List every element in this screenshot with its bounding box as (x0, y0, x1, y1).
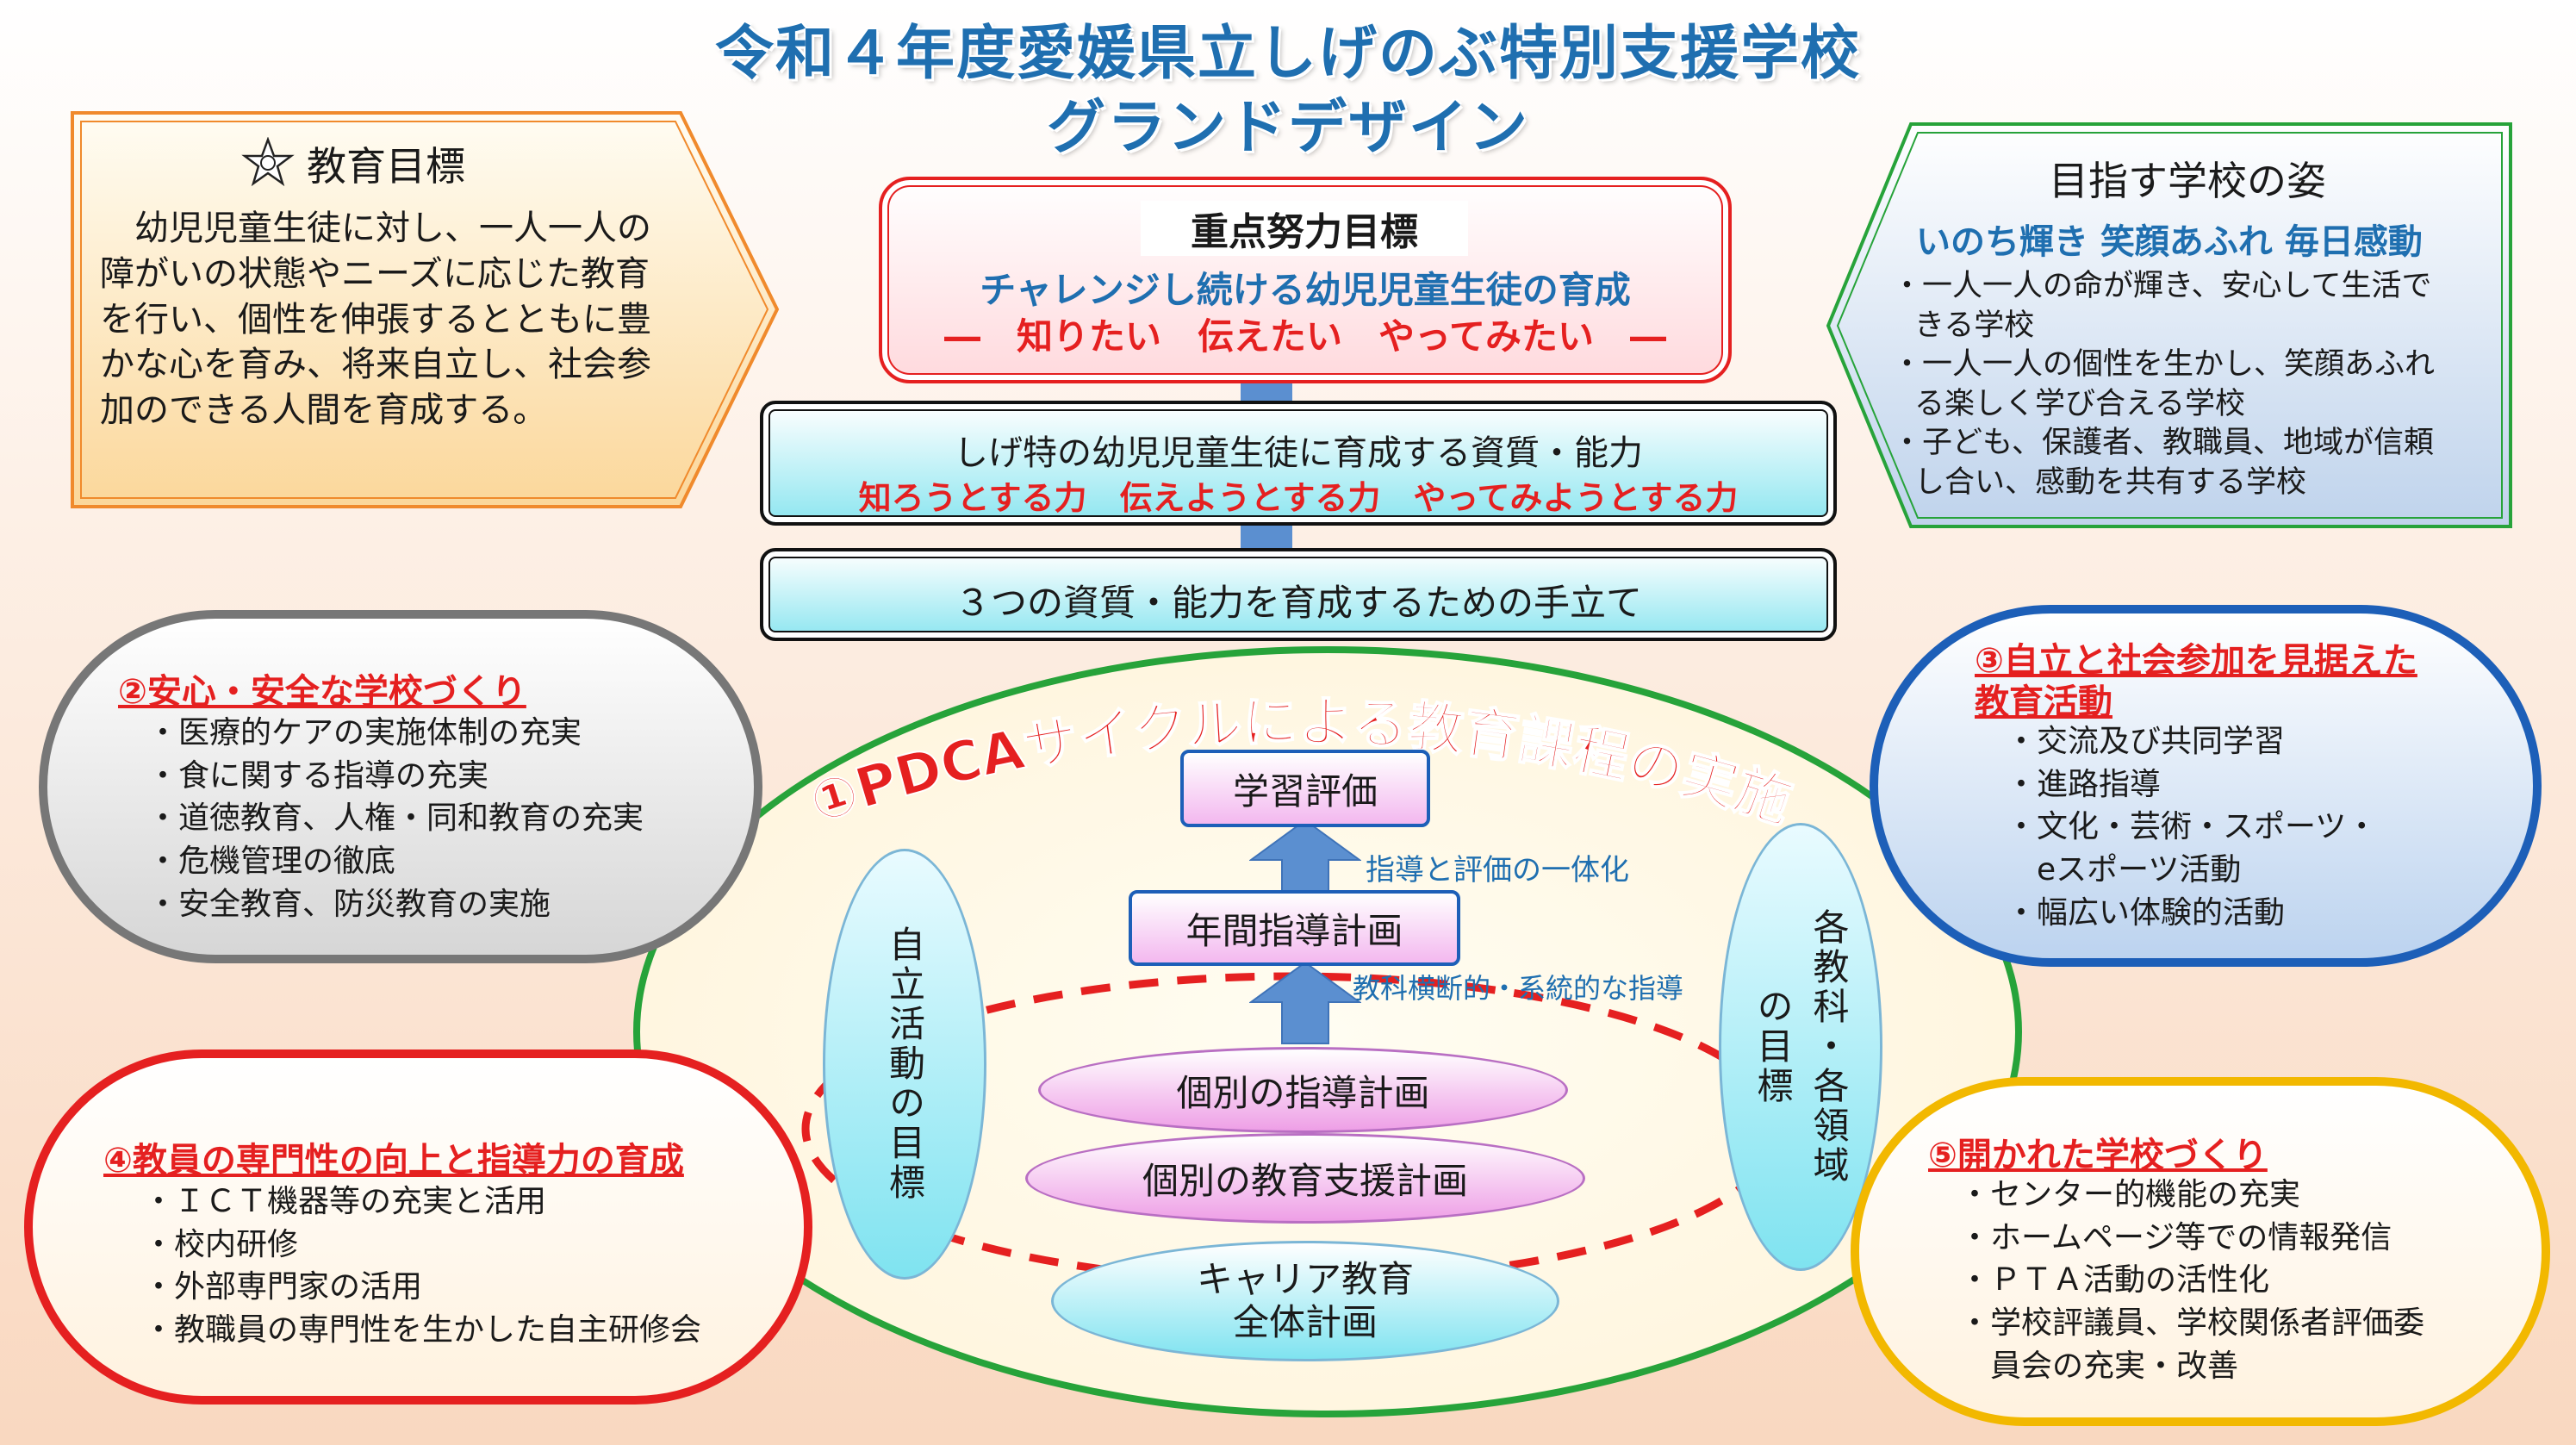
ideal-school-heading: 目指す学校の姿 (2049, 158, 2326, 204)
competencies-line2: 知ろうとする力 伝えようとする力 やってみようとする力 (858, 479, 1739, 517)
open-school-item: ・学校評議員、学校関係者評価委 (1959, 1305, 2425, 1342)
individual-plan-ellipse: 個別の指導計画 (1038, 1047, 1568, 1133)
priority-goal-box: 重点努力目標 チャレンジし続ける幼児児童生徒の育成 ― 知りたい 伝えたい やっ… (879, 177, 1732, 383)
competencies-line1: しげ特の幼児児童生徒に育成する資質・能力 (954, 433, 1643, 473)
open-school-item: ・ＰＴＡ活動の活性化 (1959, 1262, 2270, 1299)
education-goal-line: かな心を育み、将来自立し、社会参 (100, 345, 651, 385)
independence-item: ・進路指導 (2006, 766, 2162, 802)
safe-school-item: ・食に関する指導の充実 (147, 757, 489, 794)
teacher-box: ④教員の専門性の向上と指導力の育成 ・ＩＣＴ機器等の充実と活用 ・校内研修 ・外… (24, 1049, 812, 1405)
ideal-school-item: きる学校 (1914, 308, 2035, 343)
support-plan-label: 個別の教育支援計画 (1142, 1160, 1468, 1202)
support-plan-ellipse: 個別の教育支援計画 (1025, 1133, 1585, 1224)
ideal-school-item: る楽しく学び合える学校 (1914, 386, 2245, 421)
priority-goal-main: チャレンジし続ける幼児児童生徒の育成 (980, 269, 1631, 311)
up-arrow-icon (1249, 961, 1361, 1044)
independence-item: eスポーツ活動 (2006, 852, 2242, 888)
measures-box: ３つの資質・能力を育成するための手立て (760, 548, 1837, 641)
page-title-line2: グランドデザイン (1046, 94, 1529, 162)
emblem-icon (241, 137, 295, 187)
priority-goal-sub: ― 知りたい 伝えたい やってみたい ― (944, 315, 1666, 358)
teacher-item: ・ＩＣＴ機器等の充実と活用 (143, 1184, 547, 1219)
arrow-label-top: 指導と評価の一体化 (1366, 853, 1629, 888)
evaluation-label: 学習評価 (1232, 769, 1378, 813)
open-school-item: 員会の充実・改善 (1959, 1348, 2239, 1384)
education-goal-line: を行い、個性を伸張するとともに豊 (100, 299, 651, 339)
independence-heading-2: 教育活動 (1975, 682, 2112, 722)
education-goal-line: 障がいの状態やニーズに応じた教育 (100, 253, 650, 294)
ideal-school-box: 目指す学校の姿 いのち輝き 笑顔あふれ 毎日感動 ・一人一人の命が輝き、安心して… (1825, 121, 2514, 530)
measures-label: ３つの資質・能力を育成するための手立て (954, 582, 1642, 624)
education-goal-line: 加のできる人間を育成する。 (100, 390, 548, 431)
right-oval-label-1: 各教科・各領域 (1808, 908, 1850, 1186)
teacher-item: ・校内研修 (143, 1226, 299, 1262)
open-school-heading: ⑤開かれた学校づくり (1928, 1136, 2268, 1175)
education-goal-line: 幼児児童生徒に対し、一人一人の (134, 209, 651, 248)
safe-school-heading: ②安心・安全な学校づくり (118, 672, 526, 712)
safe-school-item: ・道徳教育、人権・同和教育の充実 (147, 800, 644, 837)
teacher-item: ・教職員の専門性を生かした自主研修会 (143, 1312, 702, 1348)
right-goal-oval: 各教科・各領域 の目標 (1719, 823, 1882, 1271)
safe-school-item: ・安全教育、防災教育の実施 (147, 886, 551, 922)
open-school-item: ・ホームページ等での情報発信 (1959, 1219, 2392, 1255)
ideal-school-item: ・一人一人の個性を生かし、笑顔あふれ (1892, 347, 2436, 382)
education-goal-box: 教育目標 幼児児童生徒に対し、一人一人の 障がいの状態やニーズに応じた教育 を行… (69, 109, 784, 510)
teacher-heading: ④教員の専門性の向上と指導力の育成 (103, 1141, 684, 1180)
up-arrow-icon (1249, 819, 1361, 900)
independence-box: ③自立と社会参加を見据えた 教育活動 ・交流及び共同学習 ・進路指導 ・文化・芸… (1870, 605, 2542, 967)
independence-item: ・交流及び共同学習 (2006, 724, 2286, 759)
safe-school-item: ・危機管理の徹底 (147, 844, 396, 880)
teacher-item: ・外部専門家の活用 (143, 1269, 423, 1305)
right-oval-label-2: の目標 (1752, 987, 1794, 1106)
page-title-line1: 令和４年度愛媛県立しげのぶ特別支援学校 (714, 20, 1861, 88)
ideal-school-item: ・一人一人の命が輝き、安心して生活で (1892, 269, 2432, 303)
independence-item: ・文化・芸術・スポーツ・ (2006, 809, 2378, 845)
career-label-1: キャリア教育 (1196, 1257, 1414, 1300)
annual-plan-label: 年間指導計画 (1185, 909, 1403, 952)
left-goal-oval: 自立活動の目標 (823, 849, 986, 1280)
education-goal-heading: 教育目標 (307, 143, 465, 190)
career-label-2: 全体計画 (1232, 1301, 1378, 1343)
evaluation-box: 学習評価 (1180, 750, 1430, 827)
priority-goal-heading: 重点努力目標 (1141, 201, 1468, 256)
safe-school-item: ・医療的ケアの実施体制の充実 (147, 715, 582, 751)
annual-plan-box: 年間指導計画 (1129, 890, 1460, 966)
independence-item: ・幅広い体験的活動 (2006, 894, 2286, 931)
ideal-school-item: ・子ども、保護者、教職員、地域が信頼 (1892, 426, 2434, 460)
open-school-item: ・センター的機能の充実 (1959, 1177, 2301, 1212)
safe-school-box: ②安心・安全な学校づくり ・医療的ケアの実施体制の充実 ・食に関する指導の充実 … (39, 610, 762, 963)
individual-plan-label: 個別の指導計画 (1176, 1071, 1430, 1114)
left-oval-label: 自立活動の目標 (883, 925, 926, 1203)
ideal-school-slogan: いのち輝き 笑顔あふれ 毎日感動 (1916, 222, 2423, 262)
open-school-box: ⑤開かれた学校づくり ・センター的機能の充実 ・ホームページ等での情報発信 ・Ｐ… (1851, 1077, 2550, 1426)
arrow-label-bottom: 教科横断的・系統的な指導 (1353, 972, 1684, 1005)
career-ellipse: キャリア教育 全体計画 (1051, 1241, 1559, 1361)
independence-heading-1: ③自立と社会参加を見据えた (1975, 641, 2417, 681)
ideal-school-item: し合い、感動を共有する学校 (1914, 464, 2307, 500)
competencies-box: しげ特の幼児児童生徒に育成する資質・能力 知ろうとする力 伝えようとする力 やっ… (760, 401, 1837, 526)
